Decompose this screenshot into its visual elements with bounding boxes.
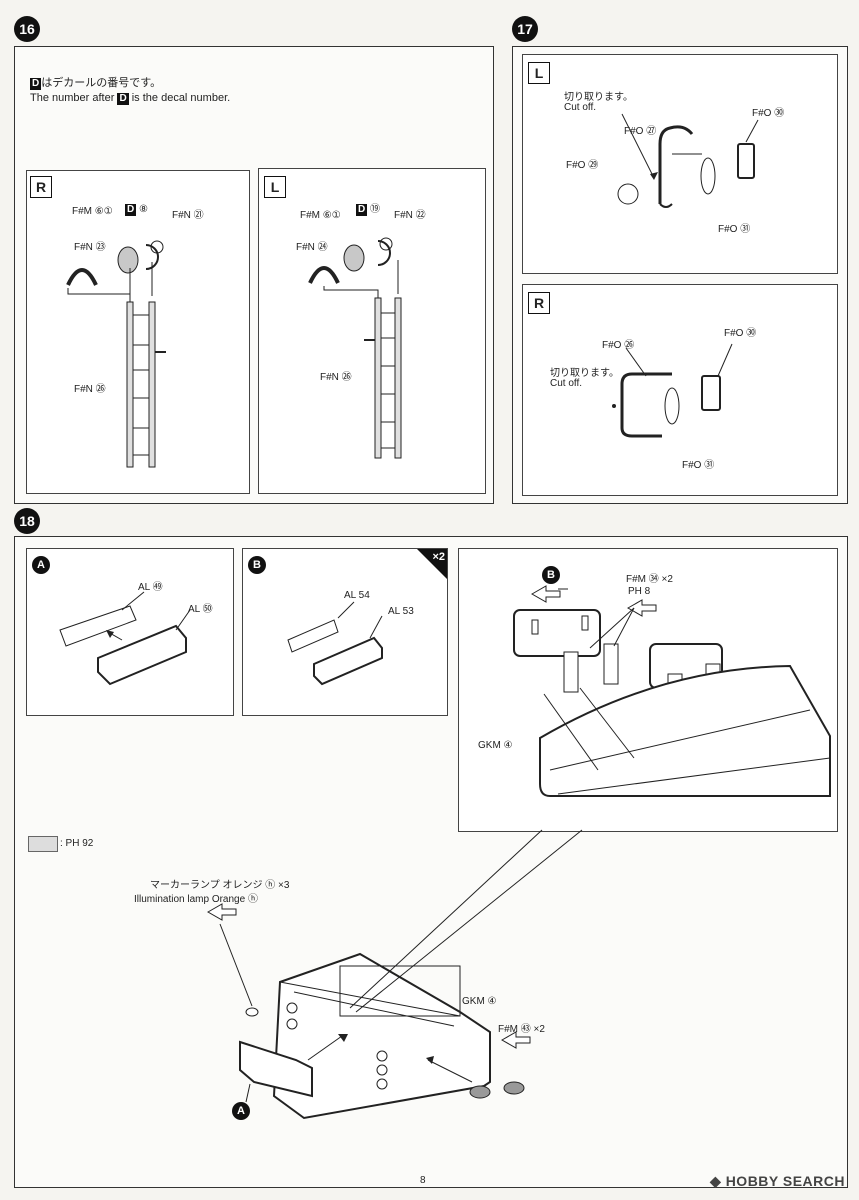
lens-diagram-a <box>59 591 191 686</box>
hobby-search-watermark: ◆ HOBBY SEARCH <box>710 1173 845 1190</box>
mirror-diagram-l <box>617 113 759 208</box>
tag-a-bottom: A <box>232 1102 250 1120</box>
legend-label: : PH 92 <box>60 838 94 849</box>
panel-tag-17-l: L <box>528 62 550 84</box>
decal-box-r: D <box>125 204 137 216</box>
panel-tag-17-r: R <box>528 292 550 314</box>
step-17-number: 17 <box>512 16 538 42</box>
bumper-detail-diagram <box>513 585 831 797</box>
decal-note-en-suffix: is the decal number. <box>131 92 231 104</box>
decal-box-l: D <box>356 204 368 216</box>
label-al53: AL 53 <box>388 606 414 617</box>
multiplier-corner <box>417 549 447 579</box>
step-18-panel-b: ×2 <box>242 548 448 716</box>
step-17-panel-r <box>522 284 838 496</box>
mirror-diagram-r <box>612 343 733 438</box>
step-16-panel-l <box>258 168 486 494</box>
label-fn22-l: F#N ㉒ <box>394 210 426 221</box>
step-16-number: 16 <box>14 16 40 42</box>
legend-swatch <box>28 836 58 852</box>
cut-off-jp-l: 切り取ります。 <box>564 92 633 103</box>
step-18-number: 18 <box>14 508 40 534</box>
label-fo30-l: F#O ㉚ <box>752 108 785 119</box>
label-fo29: F#O ㉙ <box>566 160 599 171</box>
label-d19-l: D ⑲ <box>356 204 381 216</box>
panel-tag-r: R <box>30 176 52 198</box>
ladder-diagram-r <box>66 240 166 468</box>
label-al51: AL ㊿ <box>188 604 213 615</box>
marker-lamp-jp: マーカーランプ オレンジ ⓗ ×3 <box>150 880 290 891</box>
label-fo26-r: F#O ㉖ <box>602 340 635 351</box>
truck-bed-diagram <box>206 829 583 1120</box>
label-fm63: F#M ㊸ ×2 <box>498 1024 545 1035</box>
ladder-diagram-l <box>308 237 402 459</box>
step-17-panel-l <box>522 54 838 274</box>
lens-diagram-b <box>287 601 383 686</box>
label-gkm4: GKM ④ <box>462 996 497 1007</box>
decal-box-en: D <box>117 93 129 105</box>
panel-tag-b: B <box>248 556 266 574</box>
label-ph8: PH 8 <box>628 586 651 597</box>
label-fm61-l: F#M ⑥① <box>300 210 341 221</box>
label-fn23-r: F#N ㉓ <box>74 242 106 253</box>
label-fn21-r: F#N ㉑ <box>172 210 204 221</box>
label-fo31-r: F#O ㉛ <box>682 460 715 471</box>
label-fn26-r: F#N ㉖ <box>74 384 106 395</box>
watermark-text: HOBBY SEARCH <box>725 1173 845 1189</box>
label-fm61-r: F#M ⑥① <box>72 206 113 217</box>
label-al54: AL 54 <box>344 590 370 601</box>
marker-lamp-en: Illumination lamp Orange ⓗ <box>134 894 258 905</box>
panel-tag-l: L <box>264 176 286 198</box>
label-fo30-r: F#O ㉚ <box>724 328 757 339</box>
label-fo31-l: F#O ㉛ <box>718 224 751 235</box>
step-16-panel-r <box>26 170 250 494</box>
decal-box: D <box>30 78 42 90</box>
label-fm34: F#M ㉞ ×2 <box>626 574 673 585</box>
label-fn24-l: F#N ㉔ <box>296 242 328 253</box>
label-fn26-l: F#N ㉖ <box>320 372 352 383</box>
decal-note-jp: はデカールの番号です。 <box>41 77 162 89</box>
cut-off-en-r: Cut off. <box>550 378 583 389</box>
label-d8-r: D ⑧ <box>125 204 148 216</box>
label-fo27: F#O ㉗ <box>624 126 657 137</box>
detail-tag-b: B <box>542 566 560 584</box>
label-gkm4-detail: GKM ④ <box>478 740 513 751</box>
cut-off-en-l: Cut off. <box>564 102 597 113</box>
watermark-icon: ◆ <box>710 1173 722 1189</box>
cut-off-jp-r: 切り取ります。 <box>550 368 619 379</box>
label-al52: AL ㊾ <box>138 582 163 593</box>
decal-note-en-prefix: The number after <box>30 92 115 104</box>
multiplier-label: ×2 <box>432 551 445 563</box>
page-number: 8 <box>420 1175 426 1186</box>
panel-tag-a: A <box>32 556 50 574</box>
